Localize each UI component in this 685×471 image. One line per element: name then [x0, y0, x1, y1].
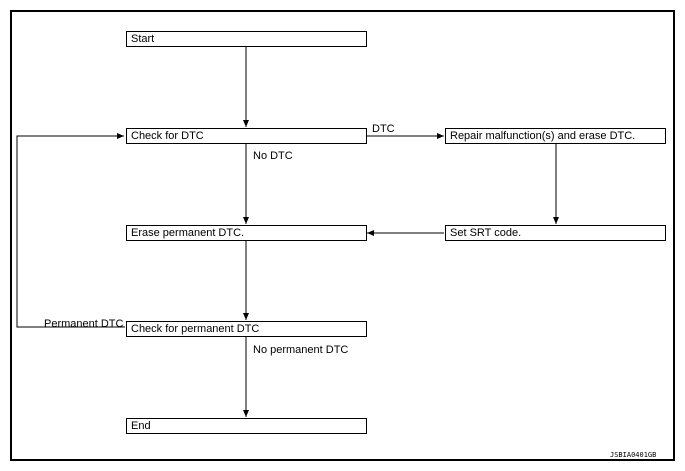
node-erase-permanent-dtc: Erase permanent DTC.: [126, 225, 367, 241]
node-set-srt-code: Set SRT code.: [445, 225, 666, 241]
node-check-dtc: Check for DTC: [126, 128, 367, 144]
figure-code: JSBIA0401GB: [610, 451, 657, 459]
edge-label-no-permanent-dtc: No permanent DTC: [253, 344, 349, 356]
node-check-permanent-dtc: Check for permanent DTC: [126, 321, 367, 337]
node-repair-malfunction: Repair malfunction(s) and erase DTC.: [445, 128, 666, 144]
node-start: Start: [126, 31, 367, 47]
arrow-permanent-loop-back: [16, 133, 125, 328]
node-end: End: [126, 418, 367, 434]
edge-label-no-dtc: No DTC: [253, 150, 293, 162]
edge-label-permanent-dtc: Permanent DTC: [44, 318, 124, 330]
edge-label-dtc: DTC: [372, 123, 395, 135]
